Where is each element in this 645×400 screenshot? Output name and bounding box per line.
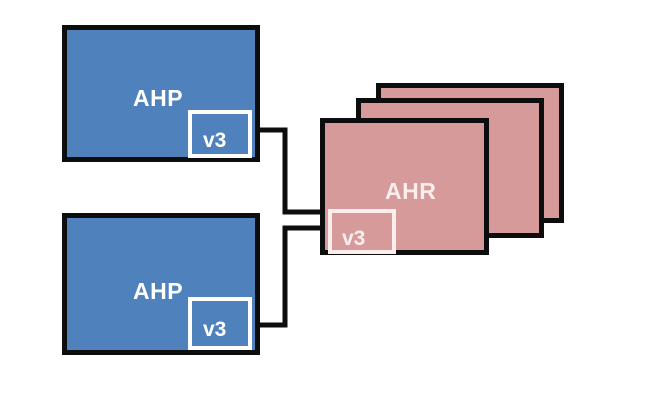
ahp-version-box-top[interactable]: v3 bbox=[188, 110, 252, 158]
connector-ahp-top-to-ahr bbox=[252, 127, 327, 216]
ahr-label: AHR bbox=[385, 178, 437, 204]
ahp-version-label-bottom: v3 bbox=[203, 318, 227, 341]
ahr-version-label: v3 bbox=[342, 227, 366, 250]
ahp-version-box-bottom[interactable]: v3 bbox=[188, 297, 252, 350]
ahp-version-label-top: v3 bbox=[203, 129, 227, 152]
ahr-version-box[interactable]: v3 bbox=[328, 209, 396, 254]
ahp-label-top: AHP bbox=[133, 85, 184, 111]
ahp-label-bottom: AHP bbox=[133, 278, 184, 304]
connector-ahp-bottom-to-ahr bbox=[252, 224, 327, 328]
